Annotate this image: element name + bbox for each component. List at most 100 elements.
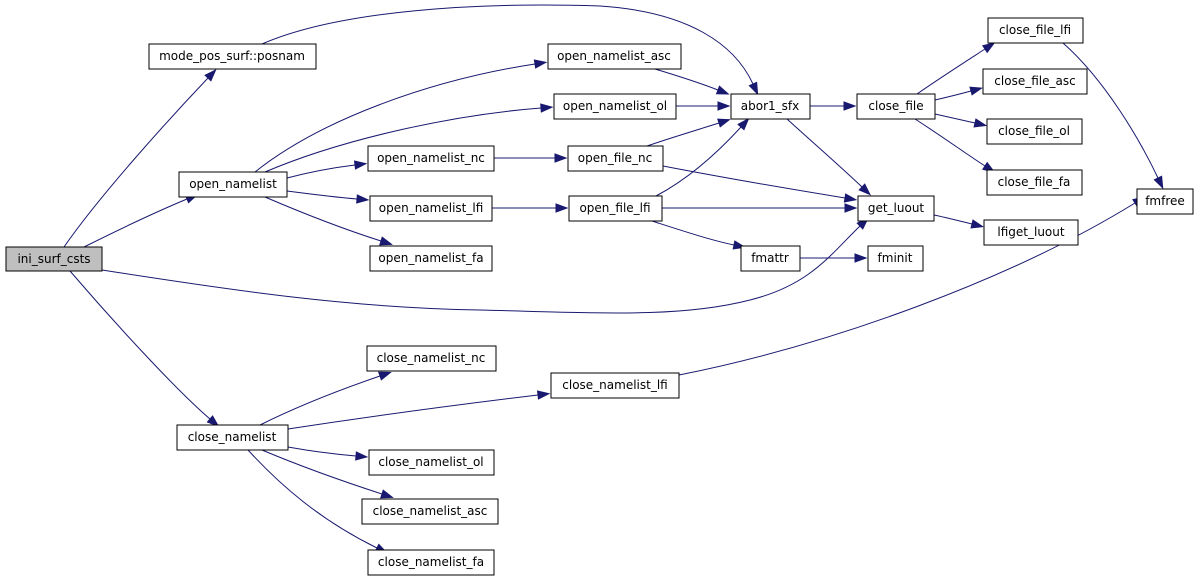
arrowhead	[717, 118, 731, 128]
node-label: open_file_nc	[578, 151, 652, 165]
node-label: open_namelist_asc	[557, 49, 671, 63]
node-label: open_namelist	[189, 177, 277, 191]
arrowhead	[970, 219, 985, 229]
node-label: fminit	[878, 251, 913, 265]
arrowhead	[1153, 175, 1164, 190]
arrowhead	[353, 160, 368, 170]
edge-get-luout-to-lfiget-luout	[933, 214, 985, 229]
node-label: open_namelist_nc	[377, 151, 485, 165]
node-close-namelist-ol[interactable]: close_namelist_ol	[368, 449, 495, 476]
edge-ini-surf-csts-to-open-namelist	[83, 194, 199, 248]
edge-close-file-lfi-to-fmfree	[1062, 42, 1164, 190]
node-fminit[interactable]: fminit	[867, 245, 924, 272]
edge-abor1-sfx-to-get-luout	[786, 118, 872, 196]
node-close-file-lfi[interactable]: close_file_lfi	[987, 17, 1084, 44]
edge-open-namelist-to-open-namelist-lfi	[286, 190, 370, 204]
node-close-namelist-asc[interactable]: close_namelist_asc	[361, 498, 499, 525]
node-close-namelist-fa[interactable]: close_namelist_fa	[367, 549, 495, 576]
edge-open-file-lfi-to-fmattr	[651, 220, 747, 250]
edge-open-namelist-ol-to-abor1-sfx	[676, 101, 731, 111]
arrowhead	[969, 86, 984, 96]
edge-close-file-to-close-file-asc	[934, 86, 984, 101]
arrowhead	[982, 42, 996, 54]
edge-close-file-to-close-file-lfi	[916, 42, 996, 95]
node-ini-surf-csts[interactable]: ini_surf_csts	[5, 246, 103, 272]
node-open-file-lfi[interactable]: open_file_lfi	[568, 195, 663, 222]
arrowhead	[540, 103, 554, 113]
arrowhead	[380, 489, 394, 499]
edge-layer	[63, 4, 1164, 554]
edge-close-namelist-to-close-namelist-asc	[261, 449, 394, 499]
edge-open-file-lfi-to-abor1-sfx	[655, 117, 750, 197]
node-label: close_file_fa	[998, 175, 1071, 189]
edge-open-namelist-nc-to-open-file-nc	[493, 153, 568, 163]
edge-open-file-nc-to-get-luout	[662, 165, 858, 203]
node-label: close_namelist_ol	[378, 455, 483, 469]
node-close-file-fa[interactable]: close_file_fa	[986, 169, 1083, 196]
node-label: close_namelist_nc	[377, 351, 486, 365]
arrowhead	[377, 371, 392, 381]
node-label: fmattr	[751, 251, 789, 265]
arrowhead	[379, 236, 393, 246]
node-open-namelist-ol[interactable]: open_namelist_ol	[553, 93, 677, 120]
node-label: close_file_ol	[998, 124, 1070, 138]
edge-open-namelist-to-open-namelist-ol	[264, 103, 554, 173]
arrowhead	[717, 101, 731, 111]
node-label: close_file_lfi	[999, 23, 1071, 37]
node-label: lfiget_luout	[997, 225, 1064, 239]
node-close-file-asc[interactable]: close_file_asc	[982, 68, 1088, 95]
arrowhead	[536, 390, 551, 400]
edge-open-namelist-asc-to-abor1-sfx	[654, 68, 730, 95]
arrowhead	[973, 118, 988, 128]
node-layer: ini_surf_csts mode_pos_surf::posnam open…	[5, 17, 1194, 576]
node-close-namelist-nc[interactable]: close_namelist_nc	[366, 345, 497, 372]
node-fmfree[interactable]: fmfree	[1136, 188, 1194, 215]
node-open-file-nc[interactable]: open_file_nc	[567, 145, 664, 172]
edge-fmattr-to-fminit	[799, 253, 868, 263]
arrowhead	[715, 85, 730, 95]
arrowhead	[355, 451, 369, 461]
node-close-namelist[interactable]: close_namelist	[176, 424, 289, 451]
edge-close-file-to-close-file-fa	[914, 118, 996, 173]
node-label: open_namelist_lfi	[379, 201, 484, 215]
node-mode-pos-surf-posnam[interactable]: mode_pos_surf::posnam	[148, 43, 317, 70]
arrowhead	[533, 59, 548, 69]
node-label: abor1_sfx	[741, 99, 799, 113]
node-label: open_file_lfi	[579, 201, 650, 215]
edge-open-file-nc-to-abor1-sfx	[646, 118, 731, 147]
edge-open-namelist-to-open-namelist-fa	[264, 196, 393, 246]
arrowhead	[356, 194, 370, 204]
node-open-namelist[interactable]: open_namelist	[178, 171, 288, 198]
node-close-namelist-lfi[interactable]: close_namelist_lfi	[550, 372, 680, 399]
node-open-namelist-lfi[interactable]: open_namelist_lfi	[369, 195, 493, 222]
edge-close-file-to-close-file-ol	[934, 113, 988, 128]
edge-close-namelist-to-close-namelist-nc	[259, 371, 392, 426]
node-close-file-ol[interactable]: close_file_ol	[986, 118, 1083, 145]
node-fmattr[interactable]: fmattr	[740, 245, 801, 272]
node-label: close_file	[868, 99, 923, 113]
node-abor1-sfx[interactable]: abor1_sfx	[730, 93, 811, 120]
arrowhead	[843, 101, 857, 111]
node-label: open_namelist_ol	[563, 99, 667, 113]
edge-ini-surf-csts-to-close-namelist	[69, 270, 220, 428]
node-lfiget-luout[interactable]: lfiget_luout	[983, 219, 1079, 246]
arrowhead	[737, 117, 750, 131]
arrowhead	[748, 81, 759, 96]
node-get-luout[interactable]: get_luout	[857, 195, 935, 222]
node-close-file[interactable]: close_file	[856, 93, 936, 120]
edge-open-namelist-lfi-to-open-file-lfi	[491, 203, 569, 213]
arrowhead	[206, 415, 220, 428]
arrowhead	[204, 68, 217, 82]
arrowhead	[554, 153, 568, 163]
node-open-namelist-asc[interactable]: open_namelist_asc	[547, 43, 682, 70]
edge-open-file-lfi-to-get-luout	[661, 203, 858, 213]
node-open-namelist-nc[interactable]: open_namelist_nc	[367, 145, 495, 172]
arrowhead	[555, 203, 569, 213]
node-label: close_namelist	[188, 430, 277, 444]
node-label: get_luout	[868, 201, 925, 215]
node-label: close_namelist_fa	[378, 555, 484, 569]
edge-mode-pos-surf-posnam-to-abor1-sfx	[261, 4, 759, 96]
node-open-namelist-fa[interactable]: open_namelist_fa	[369, 245, 493, 272]
arrowhead	[858, 183, 872, 196]
